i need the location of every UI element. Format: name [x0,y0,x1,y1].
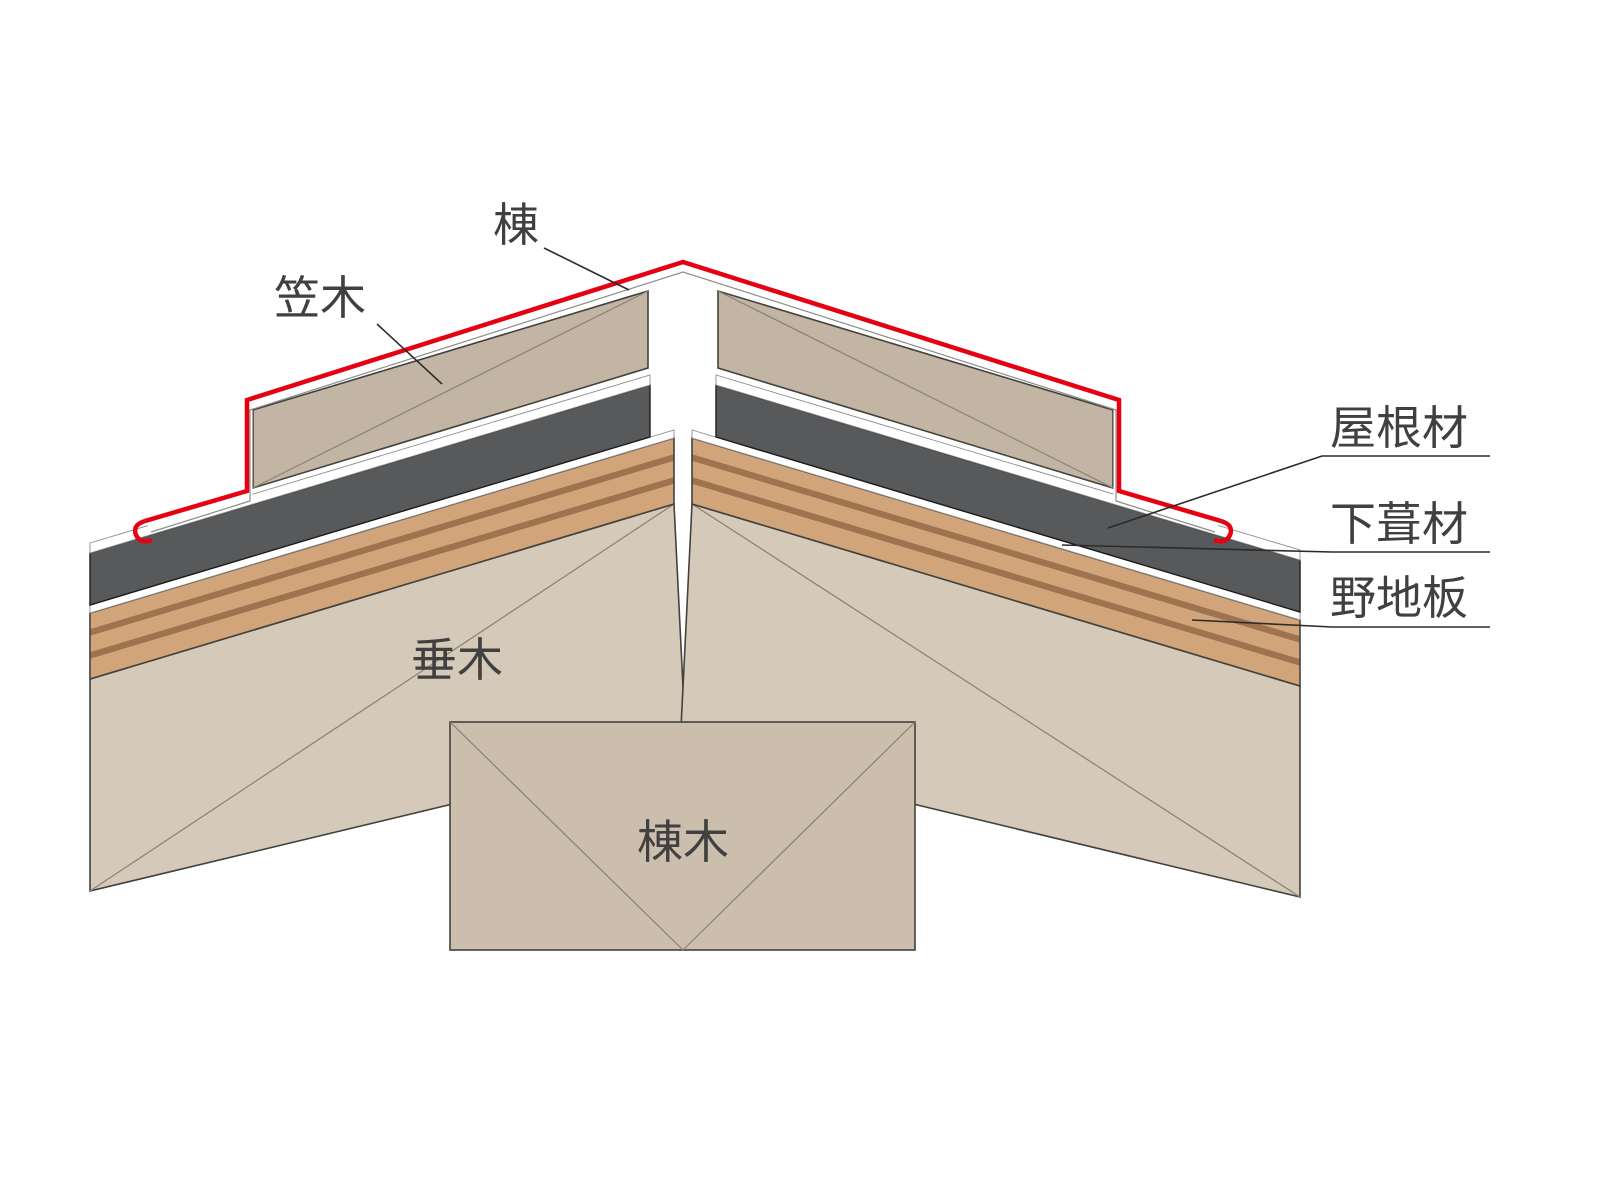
label-roofing: 屋根材 [1330,401,1468,455]
sheathing-gap [90,477,674,659]
sheathing-gap [692,477,1300,666]
sheathing-left-group [89,436,675,681]
rafter-left-grain-line [89,503,675,892]
ridge-beam-shape [449,721,916,951]
sheathing-board [90,484,674,679]
leader-ridge-cap [543,247,630,291]
label-coping: 笠木 [274,271,366,325]
sheathing-board [692,484,1300,686]
coping-left-group [252,289,649,490]
sheathing-gap [90,454,674,636]
sheathing-board [692,461,1300,659]
roofing-top-sheet-right [715,374,1301,561]
sheathing-board [692,438,1300,636]
ridge-cap-red-line [144,259,1222,524]
label-underlayment: 下葺材 [1330,497,1468,551]
ridge-beam-grain-line-left [449,721,684,951]
leader-underlayment [1061,544,1490,553]
rafter-right-grain-line [691,503,1301,898]
leader-roofing [1107,455,1490,529]
label-ridge-cap: 棟 [493,198,539,252]
ridge-cap-white-band [146,263,1220,530]
ridge-cap-group [132,259,1234,544]
sheathing-gap [692,454,1300,643]
sheathing-right-group [691,436,1301,688]
label-rafter: 垂木 [411,633,503,687]
sheathing-board [90,438,674,629]
ridge-cap-inner-line [150,271,1216,533]
coping-right-group [717,289,1114,490]
leader-coping [376,323,443,385]
ridge-beam-grain-line-right [682,721,916,951]
label-ridge-beam: 棟木 [637,815,729,869]
ridge-cap-hook-left [132,518,153,544]
label-sheathing: 野地板 [1330,571,1468,625]
coping-right-grain-line [717,290,1114,489]
sheathing-board [90,461,674,652]
ridge-beam-group [449,721,916,951]
leader-sheathing [1191,619,1490,628]
ridge-cap-hook-right [1213,518,1234,544]
coping-left-grain-line [252,290,649,489]
roofing-top-sheet-left [89,374,651,554]
